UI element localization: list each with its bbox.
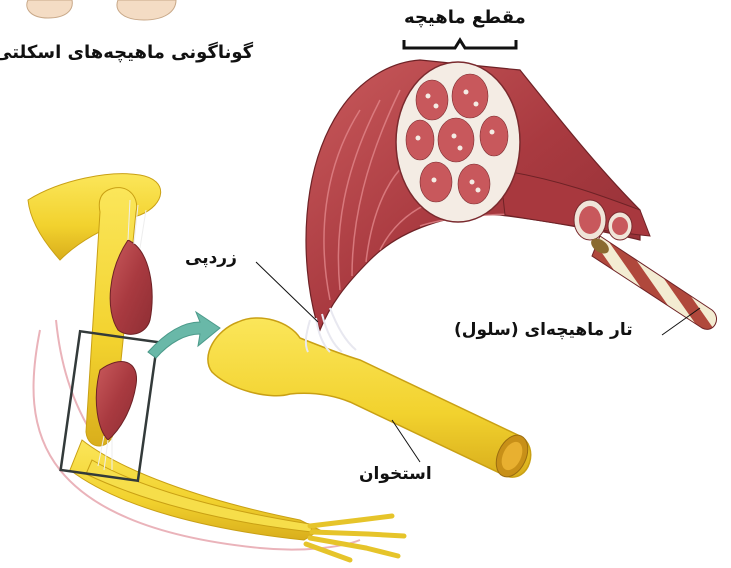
diagram-title: گوناگونی ماهیچه‌های اسکلتی [0,44,253,62]
feet-illustration [27,0,176,20]
boxed-muscle [96,362,136,440]
muscle-fiber-label: تار ماهیچه‌ای (سلول) [454,322,633,339]
large-bone [208,318,534,482]
muscle-section-label: مقطع ماهیچه [404,9,526,27]
bone-label: استخوان [359,466,432,483]
muscle-fiber [592,236,717,329]
section-bracket [404,40,516,48]
large-muscle [306,60,650,352]
tendon-label: زردپی [185,250,237,267]
